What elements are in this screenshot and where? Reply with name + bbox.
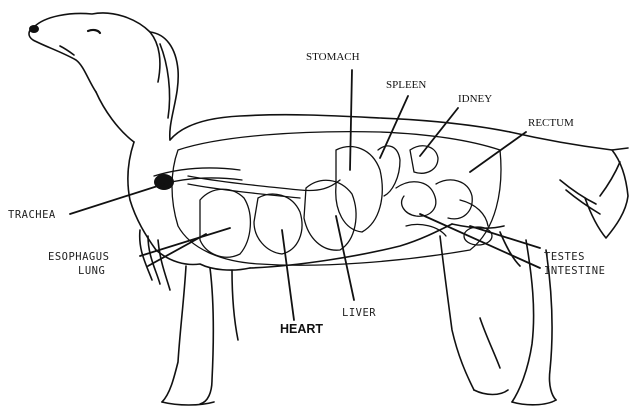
dog-head — [29, 13, 178, 142]
label-spleen: SPLEEN — [386, 80, 426, 91]
organ-cavity — [154, 132, 501, 266]
label-liver: LIVER — [342, 308, 376, 319]
label-stomach: STOMACH — [306, 52, 360, 63]
label-kidney: IDNEY — [458, 94, 492, 105]
label-intestine: INTESTINE — [544, 266, 605, 277]
label-lung: LUNG — [78, 266, 105, 277]
label-heart: HEART — [280, 323, 323, 336]
label-trachea: TRACHEA — [8, 210, 56, 221]
label-esophagus: ESOPHAGUS — [48, 252, 109, 263]
label-testes: TESTES — [544, 252, 585, 263]
label-rectum: RECTUM — [528, 118, 574, 129]
